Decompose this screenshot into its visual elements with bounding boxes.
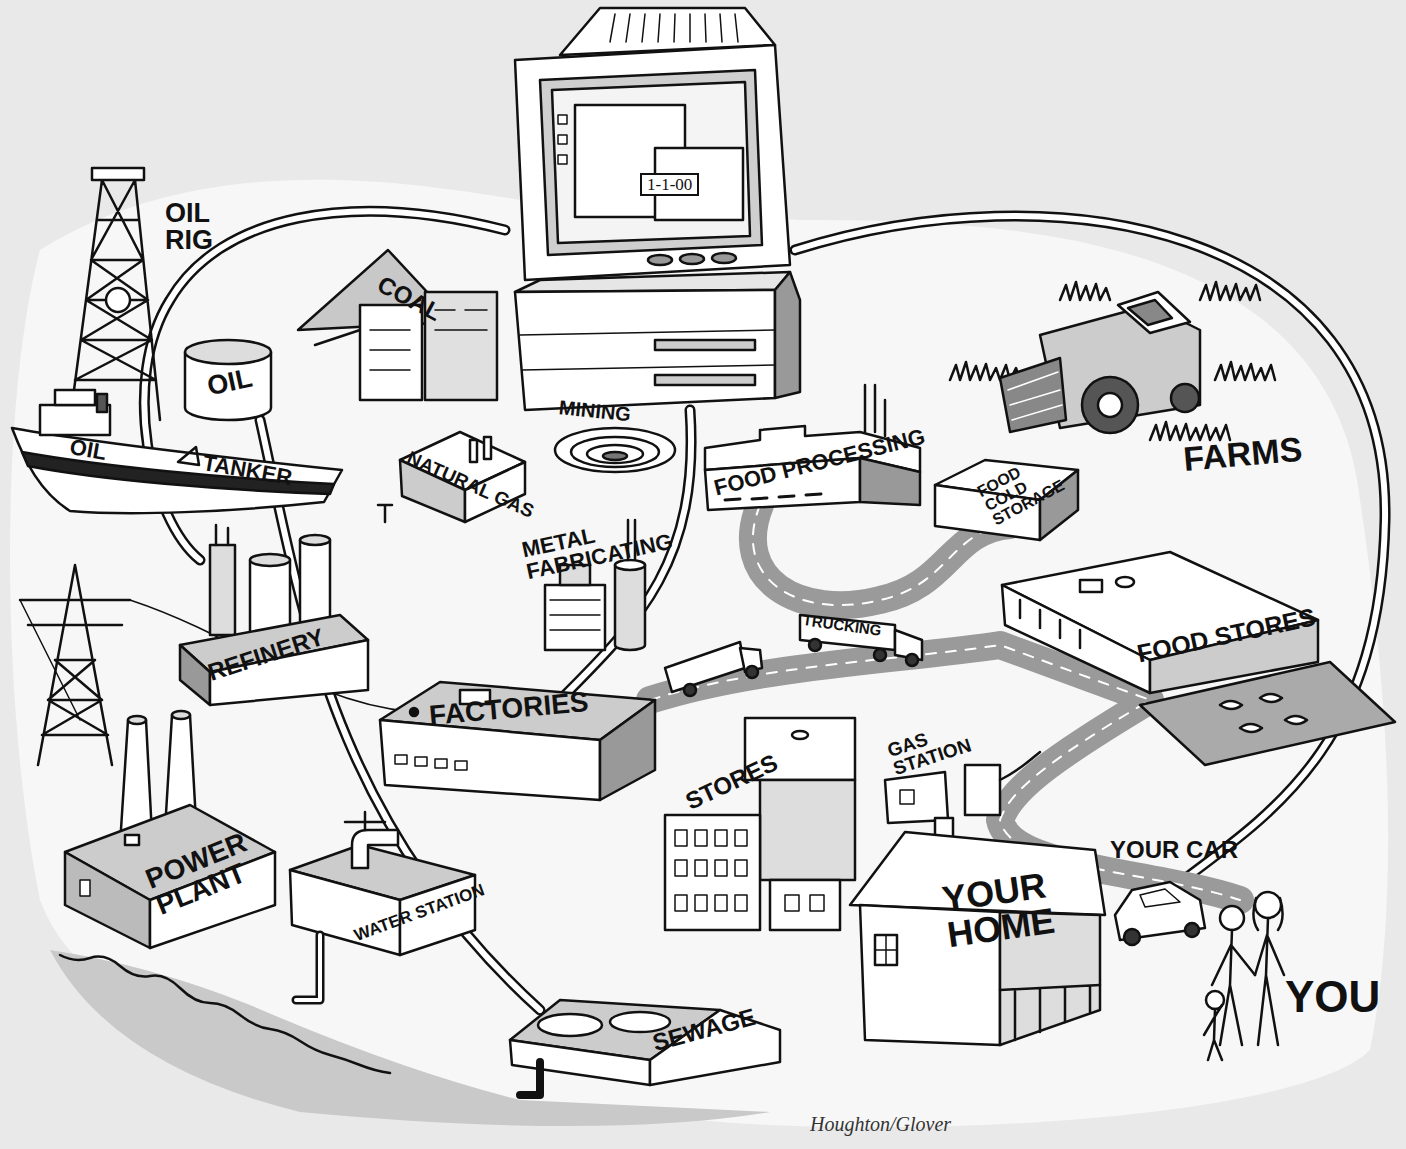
screen-date: 1-1-00 — [640, 173, 699, 196]
building-label: OIL — [205, 365, 255, 401]
refinery — [180, 525, 368, 705]
cold-storage-node: FOOD COLD STORAGE — [930, 455, 1080, 545]
oil-tank-node: OIL — [182, 335, 274, 420]
building-label: FACTORIES — [428, 688, 590, 730]
building-label: REFINERY — [205, 625, 327, 685]
building-label: MINING — [558, 397, 632, 424]
building-label: TRUCKING — [802, 612, 882, 638]
oil-rig — [70, 168, 160, 420]
building-label: OIL RIG — [165, 200, 235, 254]
coal-pile — [298, 250, 497, 400]
factory-building — [380, 682, 655, 800]
building-label: STORES — [682, 750, 781, 813]
building-label: GAS STATION — [885, 713, 987, 778]
people-node: YOU — [1210, 890, 1285, 1060]
building-label: OIL — [68, 436, 108, 464]
building-label: YOUR CAR — [1110, 838, 1238, 862]
supermarket — [1002, 552, 1395, 765]
combine-harvester — [1000, 292, 1200, 433]
stores-node: STORES — [665, 700, 865, 935]
computer — [515, 8, 800, 410]
house — [850, 818, 1105, 1045]
building-label: YOU — [1285, 975, 1380, 1019]
building-label: NATURAL GAS — [404, 448, 536, 521]
building-label: SEWAGE — [650, 1005, 758, 1055]
computer-node: 1-1-00 — [505, 10, 800, 410]
natural-gas-node: NATURAL GAS — [398, 428, 526, 523]
paper-blob — [10, 180, 1388, 1128]
food-stores-node: FOOD STORES — [1000, 550, 1320, 695]
artist-credit: Houghton/Glover — [810, 1113, 951, 1136]
oil-rig-node: OIL RIG — [65, 175, 165, 420]
building-label: FOOD COLD STORAGE — [975, 448, 1068, 528]
truck — [665, 615, 922, 696]
trucking-node: TRUCKING — [795, 605, 930, 665]
metal-fabricating-node: METAL FABRICATING — [530, 505, 705, 655]
power-plant-node: POWER PLANT — [60, 710, 280, 950]
mining-pit — [555, 428, 675, 472]
sewage-node: SEWAGE — [503, 968, 783, 1088]
home-node: YOUR HOME — [838, 828, 1108, 1055]
building-label: WATER STATION — [352, 881, 486, 944]
water — [50, 950, 770, 1126]
building-label: TANKER — [201, 452, 293, 489]
farms-node: FARMS — [940, 270, 1305, 450]
oil-tank — [185, 340, 271, 420]
building-label: YOUR HOME — [940, 863, 1089, 954]
shoreline — [60, 955, 390, 1073]
oil-tanker-node: OIL TANKER — [8, 422, 348, 520]
oil-tanker-ship — [12, 390, 342, 513]
building-label: FOOD PROCESSING — [712, 426, 927, 500]
building-label: POWER PLANT — [142, 819, 284, 920]
gas-station-node: GAS STATION — [878, 700, 1048, 825]
car-node: YOUR CAR — [1112, 875, 1207, 940]
building-label: FOOD STORES — [1135, 604, 1318, 666]
building-label: COAL — [374, 272, 445, 325]
refinery-node: REFINERY — [175, 522, 370, 705]
shop-buildings — [665, 718, 855, 930]
factories-node: FACTORIES — [375, 660, 660, 810]
pipe-loops — [144, 211, 1385, 1010]
building-label: METAL FABRICATING — [520, 500, 715, 583]
mining-node: MINING — [553, 425, 678, 475]
sewage-plant — [510, 1000, 780, 1095]
coal-node: COAL — [295, 245, 500, 410]
people — [1204, 892, 1284, 1060]
farm-field — [950, 282, 1275, 440]
water-station-node: WATER STATION — [283, 812, 483, 960]
food-processing-node: FOOD PROCESSING — [700, 430, 925, 512]
building-label: FARMS — [1182, 432, 1304, 476]
car — [1115, 882, 1205, 945]
